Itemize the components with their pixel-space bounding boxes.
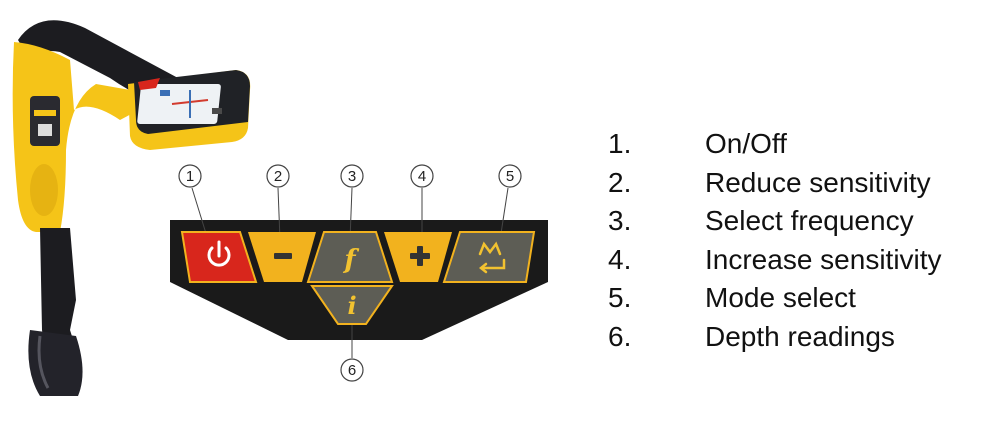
callout-number-2: 2 bbox=[274, 168, 282, 185]
frequency-icon: f bbox=[342, 245, 359, 275]
callout-circle-5 bbox=[498, 164, 522, 188]
callout-number-6: 6 bbox=[348, 362, 356, 379]
callout-circle-3 bbox=[340, 164, 364, 188]
legend-number: 6. bbox=[608, 320, 632, 352]
callout-number-4: 4 bbox=[418, 168, 426, 185]
mode-icon bbox=[478, 241, 506, 274]
cable-locator-device bbox=[12, 20, 251, 396]
legend-number: 3. bbox=[608, 205, 632, 236]
legend-label: Depth readings bbox=[705, 320, 895, 352]
callout-number-3: 3 bbox=[348, 168, 356, 185]
mode-select-button[interactable] bbox=[442, 231, 536, 283]
callout-circle-6 bbox=[340, 358, 364, 382]
legend-number: 4. bbox=[608, 243, 632, 275]
device-label-panel bbox=[30, 96, 60, 146]
callout-number-5: 5 bbox=[506, 168, 514, 185]
callout-circle-4 bbox=[410, 164, 434, 188]
legend-item: 3. Select frequency bbox=[608, 205, 988, 244]
legend-item: 2. Reduce sensitivity bbox=[608, 167, 988, 206]
legend-label: Reduce sensitivity bbox=[705, 166, 931, 198]
legend-label: Mode select bbox=[705, 282, 856, 313]
info-icon: i bbox=[347, 291, 356, 320]
callout-circle-2 bbox=[266, 164, 290, 188]
legend-item: 6. Depth readings bbox=[608, 321, 988, 360]
keypad-diagram: f i 1 2 3 4 5 6 bbox=[170, 164, 548, 382]
legend-number: 2. bbox=[608, 166, 632, 198]
callout-circle-1 bbox=[178, 164, 202, 188]
select-frequency-button[interactable] bbox=[306, 231, 394, 283]
device-handle bbox=[18, 20, 183, 100]
legend-number: 5. bbox=[608, 282, 632, 313]
callout-number-1: 1 bbox=[186, 168, 194, 185]
legend-item: 1. On/Off bbox=[608, 128, 988, 167]
minus-icon bbox=[274, 253, 292, 259]
plus-icon bbox=[410, 246, 430, 266]
legend-number: 1. bbox=[608, 128, 632, 159]
legend-label: On/Off bbox=[705, 128, 787, 159]
legend-item: 5. Mode select bbox=[608, 282, 988, 321]
depth-readings-button[interactable] bbox=[310, 285, 394, 325]
legend-label: Select frequency bbox=[705, 205, 914, 236]
power-icon bbox=[207, 240, 231, 267]
key-legend: 1. On/Off 2. Reduce sensitivity 3. Selec… bbox=[608, 128, 988, 359]
device-foot bbox=[28, 330, 83, 396]
legend-item: 4. Increase sensitivity bbox=[608, 244, 988, 283]
legend-label: Increase sensitivity bbox=[705, 243, 942, 275]
